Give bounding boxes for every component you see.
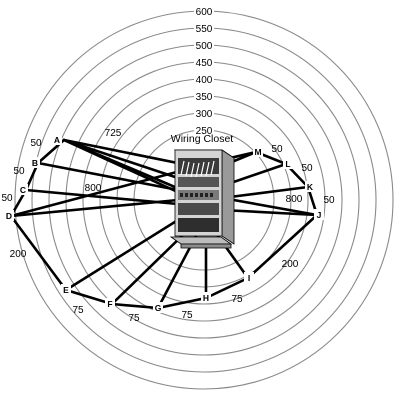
wiring-closet-title: Wiring Closet — [171, 133, 234, 145]
distance-label-h-i: 75 — [231, 294, 243, 305]
node-label-i: I — [248, 273, 250, 283]
distance-label-g-h: 75 — [181, 310, 193, 321]
wire-runs — [9, 138, 319, 310]
distance-labels: 50 50 50 200 75 75 75 75 200 50 50 50 725 800 800 — [1, 128, 335, 324]
ring-label: 500 — [196, 41, 213, 52]
rack-base — [169, 236, 233, 245]
distance-label-a-j: 800 — [85, 183, 102, 194]
distance-label-c-d: 50 — [1, 193, 13, 204]
wire-run-d — [9, 198, 180, 218]
wire-run-e — [64, 218, 180, 292]
node-label-m: M — [254, 147, 261, 157]
ring-label: 550 — [196, 24, 213, 35]
ring-labels: 250 300 350 400 450 500 550 600 — [194, 6, 214, 137]
rack-panel-bottom — [178, 218, 219, 232]
rack-patch-ports — [180, 193, 213, 197]
distance-label-l-m: 50 — [271, 144, 283, 155]
ring-label: 600 — [196, 7, 213, 18]
distance-label-j-k: 50 — [323, 195, 335, 206]
distance-label-e-f: 75 — [72, 305, 84, 316]
wire-run-a — [62, 138, 180, 180]
distance-label-f-g: 75 — [128, 313, 140, 324]
wire-run-k — [220, 185, 310, 200]
node-label-e: E — [63, 285, 69, 295]
rack-side — [221, 149, 235, 245]
rack-base-front — [180, 243, 232, 249]
node-label-j: J — [317, 210, 322, 220]
ring-label: 250 — [196, 126, 213, 137]
rack-panel-mid — [178, 177, 219, 187]
node-label-h: H — [203, 293, 209, 303]
distance-label-k-l: 50 — [301, 163, 313, 174]
node-label-a: A — [54, 135, 60, 145]
distance-label-b-c: 50 — [13, 166, 25, 177]
wire-run-b — [36, 161, 180, 192]
link-d-e — [9, 214, 68, 292]
node-label-k: K — [307, 182, 314, 192]
wiring-closet-rack — [169, 149, 236, 249]
link-g-h — [156, 296, 208, 310]
wire-run-j — [220, 208, 319, 217]
distance-label-a-m: 725 — [105, 128, 122, 139]
node-label-d: D — [6, 211, 12, 221]
node-labels: A B C D E F G H I J K L M — [4, 134, 324, 313]
node-label-f: F — [107, 299, 112, 309]
rack-panel-lower — [178, 203, 219, 215]
node-links — [9, 138, 319, 310]
ring-label: 400 — [196, 75, 213, 86]
link-i-j — [246, 213, 319, 280]
wire-run-f — [110, 230, 188, 306]
distance-label-d-e: 200 — [10, 249, 27, 260]
link-f-g — [110, 302, 160, 310]
node-label-g: G — [155, 303, 162, 313]
link-e-f — [64, 288, 114, 306]
distance-label-a-b: 50 — [30, 138, 42, 149]
node-label-l: L — [285, 159, 290, 169]
ring-label: 450 — [196, 58, 213, 69]
distance-label-i-j: 200 — [282, 259, 299, 270]
distance-label-d-m: 800 — [286, 194, 303, 205]
node-label-c: C — [20, 185, 26, 195]
rack-patch-cables — [180, 160, 215, 178]
ring-label: 350 — [196, 92, 213, 103]
rack-panel-patch — [178, 190, 219, 200]
ring-label: 300 — [196, 109, 213, 120]
node-label-b: B — [32, 158, 38, 168]
link-h-i — [204, 276, 250, 300]
